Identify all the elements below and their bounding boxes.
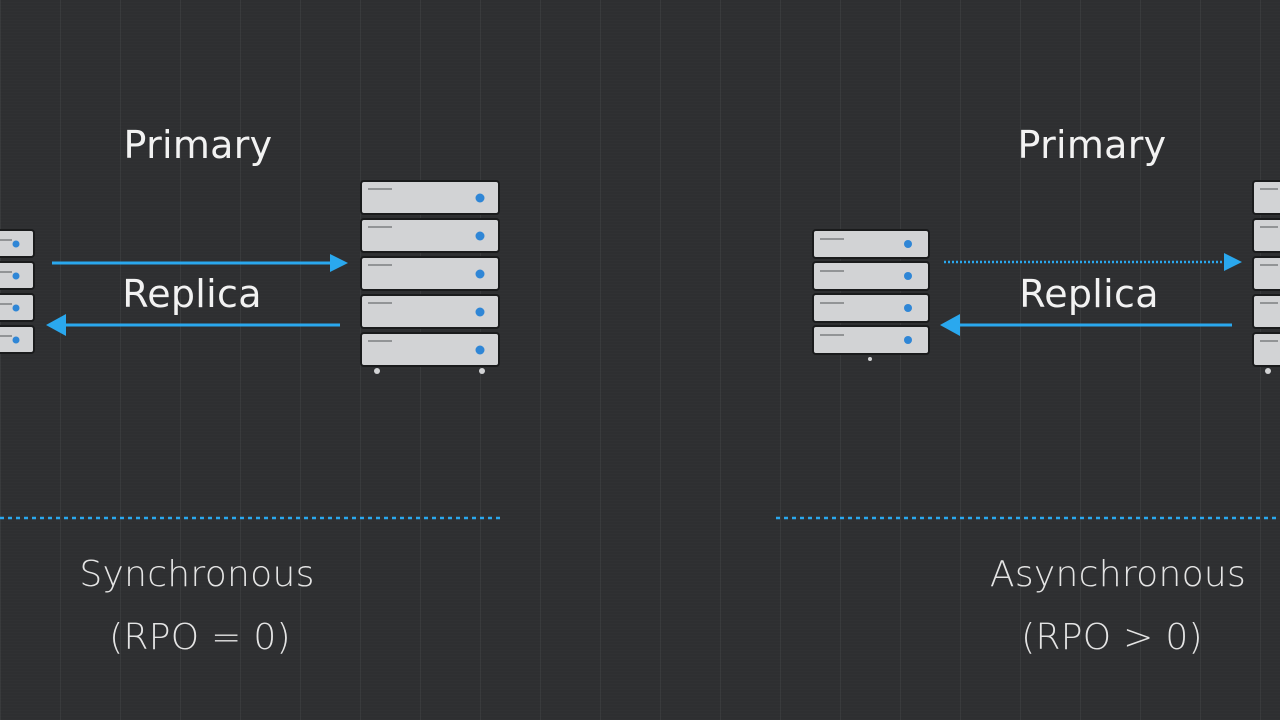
right-replica-label: Replica <box>1019 272 1159 316</box>
right-mode-label: Asynchronous <box>989 554 1247 595</box>
right-replica-server-icon <box>812 229 930 361</box>
left-replica-server-icon <box>0 229 35 354</box>
left-primary-server-icon <box>360 180 500 374</box>
right-primary-server-icon <box>1252 180 1280 374</box>
left-primary-label: Primary <box>123 123 273 167</box>
left-replica-label: Replica <box>122 272 262 316</box>
right-rpo-label: (RPO > 0) <box>1021 617 1203 658</box>
left-mode-label: Synchronous <box>79 554 315 595</box>
right-async-arrows-icon <box>940 253 1242 336</box>
right-primary-label: Primary <box>1017 123 1167 167</box>
left-rpo-label: (RPO = 0) <box>109 617 291 658</box>
left-sync-arrows-icon <box>46 254 348 336</box>
